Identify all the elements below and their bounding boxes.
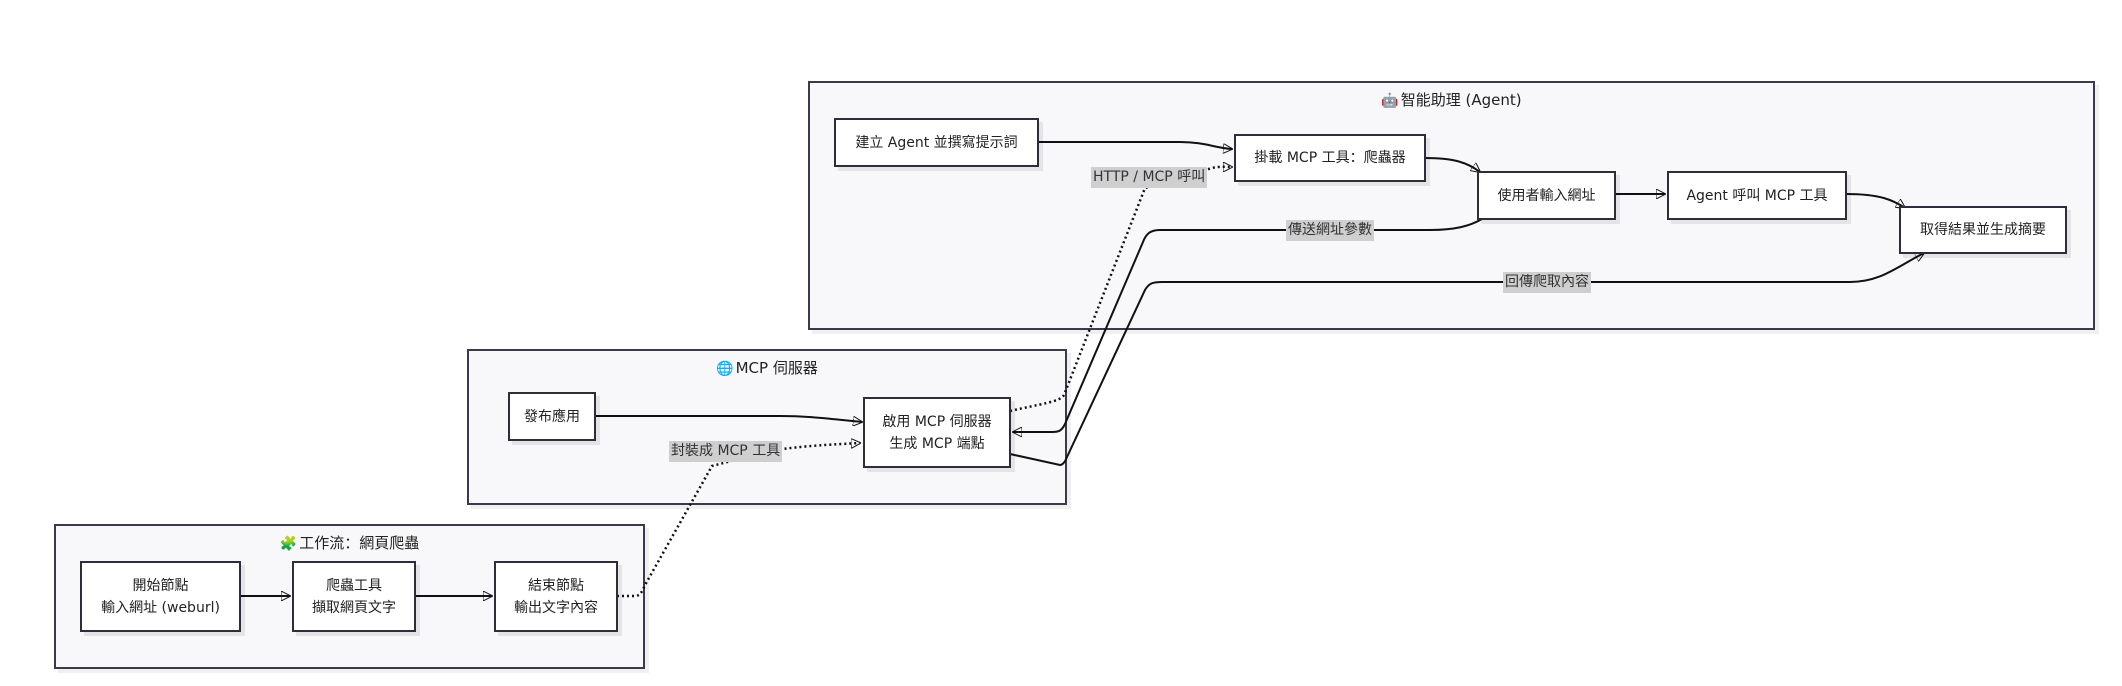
node-start-line1: 開始節點: [132, 577, 189, 594]
node-user-input[interactable]: 使用者輸入網址: [1477, 171, 1616, 220]
edge-label-wrap-tool: 封裝成 MCP 工具: [669, 441, 783, 462]
node-publish-text: 發布應用: [524, 408, 580, 425]
globe-icon: 🌐: [716, 361, 734, 377]
group-agent-label: 智能助理 (Agent): [1400, 91, 1522, 109]
group-mcp-title: 🌐MCP 伺服器: [469, 357, 1065, 378]
node-end-line1: 結束節點: [528, 577, 584, 594]
node-publish[interactable]: 發布應用: [508, 392, 596, 441]
node-mount-tool[interactable]: 掛載 MCP 工具：爬蟲器: [1234, 134, 1426, 182]
node-create-agent-text: 建立 Agent 並撰寫提示詞: [855, 134, 1018, 151]
puzzle-icon: 🧩: [279, 536, 298, 552]
node-user-input-text: 使用者輸入網址: [1497, 187, 1596, 204]
node-end-line2: 輸出文字內容: [514, 599, 598, 616]
node-get-result-text: 取得結果並生成摘要: [1920, 222, 2046, 238]
node-crawler[interactable]: 爬蟲工具 擷取網頁文字: [292, 561, 416, 632]
robot-icon: 🤖: [1381, 93, 1399, 109]
node-crawler-line1: 爬蟲工具: [326, 577, 382, 594]
group-workflow-label: 工作流：網頁爬蟲: [299, 534, 420, 552]
node-crawler-line2: 擷取網頁文字: [312, 599, 396, 616]
node-agent-call-text: Agent 呼叫 MCP 工具: [1686, 187, 1828, 204]
group-mcp-label: MCP 伺服器: [735, 359, 818, 377]
node-start-line2: 輸入網址 (weburl): [101, 599, 220, 616]
node-start[interactable]: 開始節點 輸入網址 (weburl): [80, 561, 241, 632]
node-enable-server-line1: 啟用 MCP 伺服器: [882, 413, 992, 430]
group-agent-title: 🤖智能助理 (Agent): [810, 89, 2093, 110]
node-agent-call[interactable]: Agent 呼叫 MCP 工具: [1667, 171, 1847, 220]
group-workflow-title: 🧩工作流：網頁爬蟲: [56, 532, 643, 553]
node-end[interactable]: 結束節點 輸出文字內容: [494, 561, 618, 632]
node-create-agent[interactable]: 建立 Agent 並撰寫提示詞: [834, 118, 1039, 167]
edge-label-http-call: HTTP / MCP 呼叫: [1091, 167, 1208, 188]
node-mount-tool-text: 掛載 MCP 工具：爬蟲器: [1254, 150, 1406, 166]
edge-label-send-url: 傳送網址參數: [1286, 220, 1374, 241]
edge-label-return-content: 回傳爬取內容: [1503, 272, 1591, 293]
node-enable-server-line2: 生成 MCP 端點: [889, 435, 985, 452]
node-enable-server[interactable]: 啟用 MCP 伺服器 生成 MCP 端點: [863, 397, 1011, 468]
node-get-result[interactable]: 取得結果並生成摘要: [1899, 206, 2067, 254]
